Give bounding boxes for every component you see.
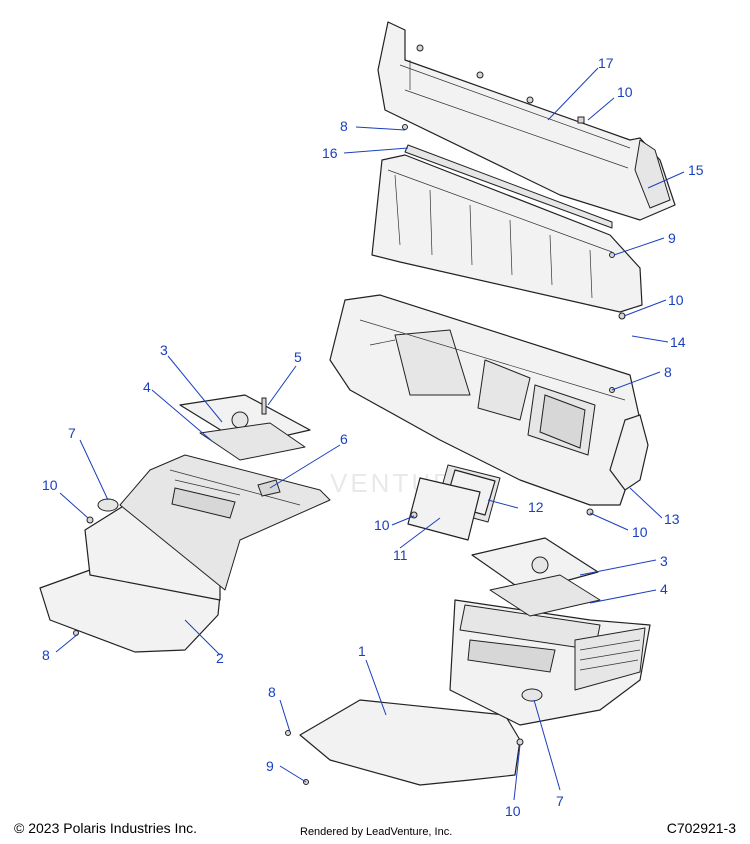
part-17-upper-panel (377, 21, 676, 221)
part-11-access-cover (407, 477, 481, 541)
callout-14: 14 (670, 334, 686, 350)
callout-3: 3 (660, 553, 668, 569)
plate-cutout (531, 556, 549, 574)
part-4-left-seal (199, 422, 306, 461)
callout-1: 1 (358, 643, 366, 659)
callout-3: 3 (160, 342, 168, 358)
callout-6: 6 (340, 431, 348, 447)
callout-10: 10 (668, 292, 684, 308)
callout-9: 9 (668, 230, 676, 246)
callout-8: 8 (664, 364, 672, 380)
bolt (285, 730, 291, 736)
callout-11: 11 (393, 547, 408, 563)
callout-8: 8 (340, 118, 348, 134)
callout-10: 10 (617, 84, 633, 100)
callout-17: 17 (598, 55, 614, 71)
part-6-latch (257, 479, 281, 497)
callout-15: 15 (688, 162, 704, 178)
callout-7: 7 (68, 425, 76, 441)
part-13-bracket (609, 414, 649, 491)
part-14-rear-panel (329, 294, 641, 506)
copyright-text: © 2023 Polaris Industries Inc. (14, 820, 198, 836)
leader-lines (55, 67, 685, 801)
callout-5: 5 (294, 349, 302, 365)
bolt (402, 124, 408, 130)
part-15-rear-wall (371, 154, 643, 313)
callout-2: 2 (216, 650, 224, 666)
part-7-left-cap (97, 498, 119, 512)
plate-cutout (231, 411, 249, 429)
callout-7: 7 (556, 793, 564, 809)
bolt (516, 738, 524, 746)
callout-8: 8 (268, 684, 276, 700)
bolt (416, 44, 424, 52)
callout-12: 12 (528, 499, 544, 515)
callout-9: 9 (266, 758, 274, 774)
bolt (526, 96, 534, 104)
callout-10: 10 (374, 517, 390, 533)
callout-4: 4 (660, 581, 668, 597)
callout-16: 16 (322, 145, 338, 161)
bolt (476, 71, 484, 79)
drawing-number: C702921-3 (666, 820, 736, 836)
part-1-right-floor (299, 599, 651, 786)
part-2-left-floor (39, 454, 331, 653)
callout-13: 13 (664, 511, 680, 527)
callout-10: 10 (632, 524, 648, 540)
bolt (86, 516, 94, 524)
bolt (609, 252, 615, 258)
fastener-group-top (402, 44, 585, 130)
part-5-screw (261, 397, 267, 415)
bolt (577, 116, 585, 124)
part-16-seal-strip (404, 144, 613, 229)
part-7-right-cap (521, 688, 543, 702)
callout-10: 10 (505, 803, 521, 819)
rendered-by-text: Rendered by LeadVenture, Inc. (300, 826, 453, 838)
callout-10: 10 (42, 477, 58, 493)
callout-8: 8 (42, 647, 50, 663)
callout-labels: 17 10 8 16 15 9 10 14 8 3 5 4 6 7 10 12 … (42, 55, 704, 819)
part-4-right-seal (489, 574, 601, 617)
callout-4: 4 (143, 379, 151, 395)
